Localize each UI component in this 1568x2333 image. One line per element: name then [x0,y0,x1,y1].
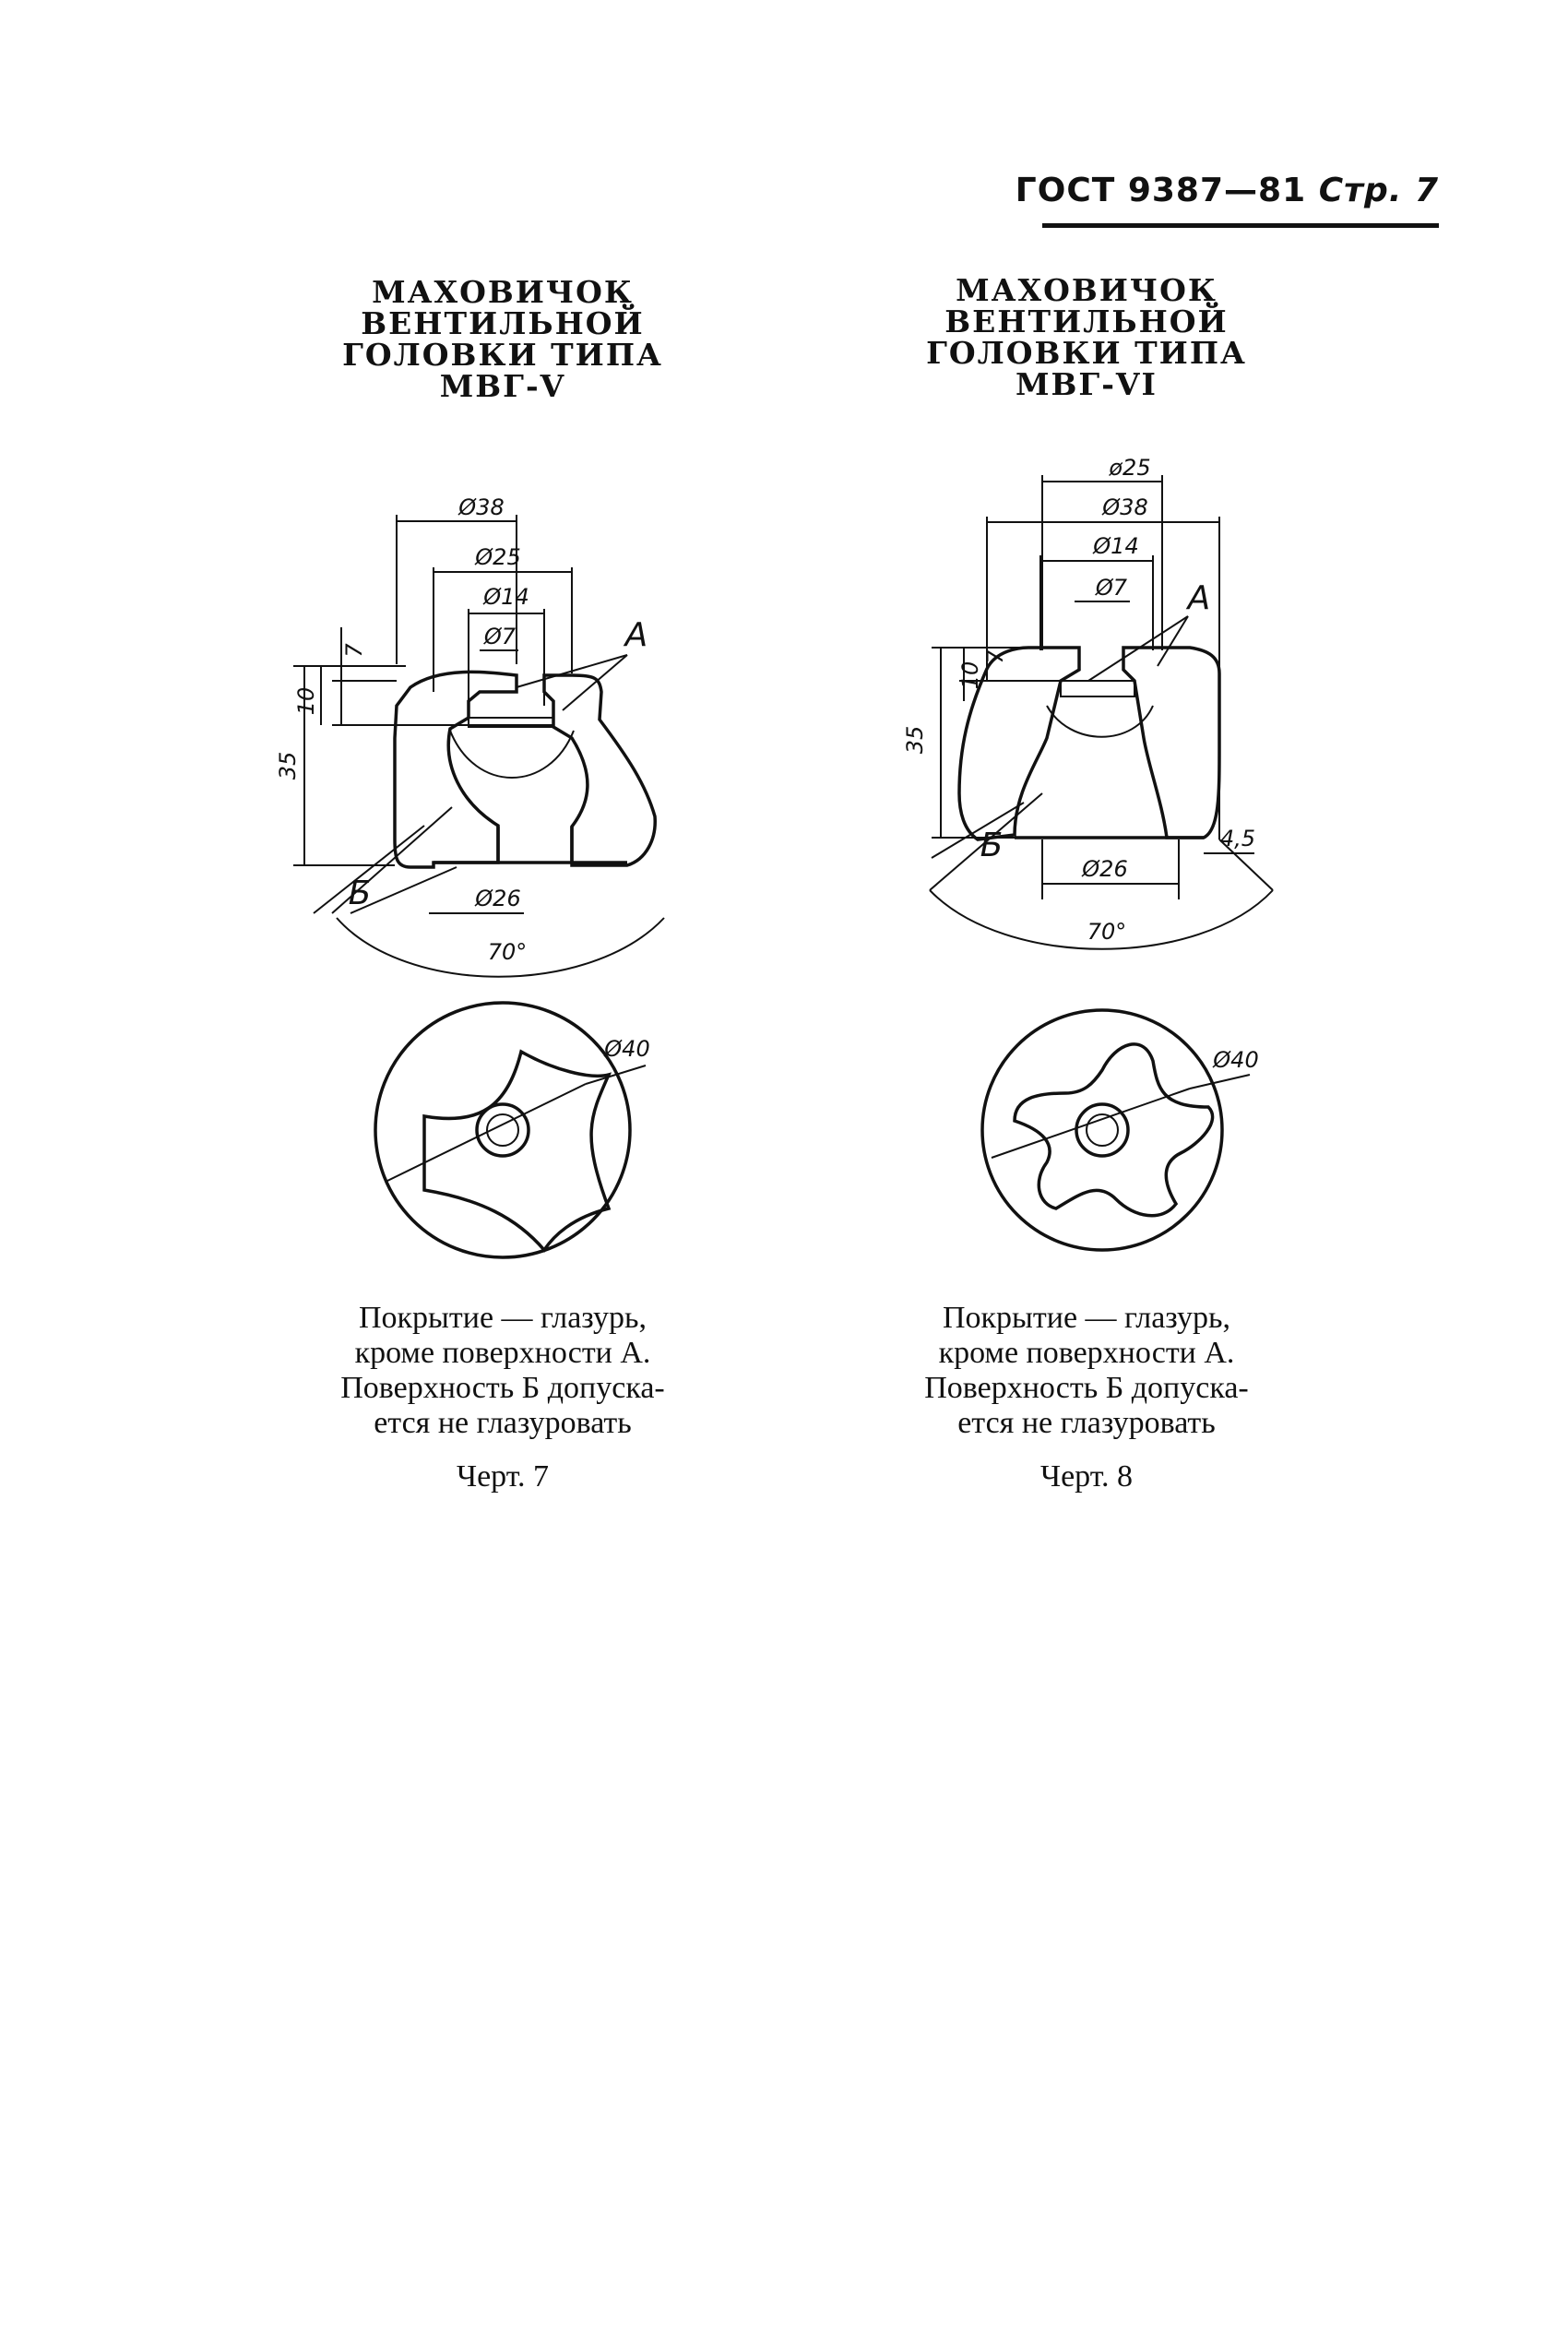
title-line: ВЕНТИЛЬНОЙ [361,305,645,341]
dim-d26: Ø26 [474,886,520,911]
dim-h7: 7 [341,643,367,658]
header-text: ГОСТ 9387—81 Стр. 7 [1016,172,1439,209]
title-line: МВГ-VI [1016,366,1158,402]
drawing-left: Ø38 Ø25 Ø14 Ø7 7 10 35 Ø26 70° Б А [277,494,665,1259]
dim-h10: 10 [293,687,319,716]
label-a: А [624,616,648,654]
note-right: Покрытие — глазурь, кроме поверхности А.… [847,1301,1326,1441]
note-line: Поверхность Б допуска- [340,1371,665,1405]
dim-d14: Ø14 [1092,533,1138,559]
figure-caption-left: Черт. 7 [456,1459,550,1494]
title-line: ГОЛОВКИ ТИПА [342,337,663,373]
dim-d25: ø25 [1108,455,1150,481]
note-line: ется не глазуровать [957,1406,1216,1440]
label-b: Б [980,827,1004,864]
dim-h35: 35 [277,752,301,780]
title-line: МАХОВИЧОК [956,272,1218,308]
dim-h7: 7 [982,649,1008,664]
section-view-left [393,670,657,869]
note-line: кроме поверхности А. [938,1336,1235,1370]
plan-view-left: Ø40 [374,1001,650,1259]
label-a: А [1186,579,1211,617]
label-b: Б [349,875,372,912]
dim-angle: 70° [1087,919,1127,945]
note-line: Покрытие — глазурь, [358,1301,647,1335]
note-line: кроме поверхности А. [354,1336,651,1370]
standard-number: ГОСТ 9387—81 [1015,172,1307,209]
title-line: ВЕНТИЛЬНОЙ [944,304,1229,339]
note-line: Поверхность Б допуска- [924,1371,1249,1405]
dim-d40: Ø40 [1212,1047,1258,1073]
dim-d7: Ø7 [483,624,517,649]
figure-caption-right: Черт. 8 [1039,1459,1134,1494]
dim-d7: Ø7 [1095,575,1128,601]
title-line: МАХОВИЧОК [372,274,634,310]
note-line: Покрытие — глазурь, [942,1301,1231,1335]
note-line: ется не глазуровать [374,1406,632,1440]
dim-d38: Ø38 [1101,494,1147,520]
header-rule [1042,223,1439,228]
dimensions-right: ø25 Ø38 Ø14 Ø7 7 10 35 Ø26 4,5 70° Б А [902,455,1274,950]
page-number: Стр. 7 [1318,172,1439,209]
page-header: ГОСТ 9387—81 Стр. 7 [1016,172,1439,228]
title-line: МВГ-V [439,368,566,404]
dim-d38: Ø38 [457,494,504,520]
drawing-right: ø25 Ø38 Ø14 Ø7 7 10 35 Ø26 4,5 70° Б А [902,455,1274,1252]
dim-d14: Ø14 [482,584,529,610]
note-left: Покрытие — глазурь, кроме поверхности А.… [263,1301,742,1441]
dim-h10: 10 [957,661,983,690]
title-line: ГОЛОВКИ ТИПА [926,335,1247,371]
plan-view-right: Ø40 [980,1008,1259,1252]
dimensions-left: Ø38 Ø25 Ø14 Ø7 7 10 35 Ø26 70° Б А [277,494,665,978]
title-left: МАХОВИЧОК ВЕНТИЛЬНОЙ ГОЛОВКИ ТИПА МВГ-V [263,277,742,402]
dim-r45: 4,5 [1220,826,1255,851]
dim-d25: Ø25 [474,544,520,570]
section-view-right [957,646,1221,841]
title-right: МАХОВИЧОК ВЕНТИЛЬНОЙ ГОЛОВКИ ТИПА МВГ-VI [847,275,1326,400]
dim-d40: Ø40 [603,1036,649,1062]
dim-d26: Ø26 [1081,856,1127,882]
dim-angle: 70° [488,939,528,965]
dim-h35: 35 [902,726,928,755]
